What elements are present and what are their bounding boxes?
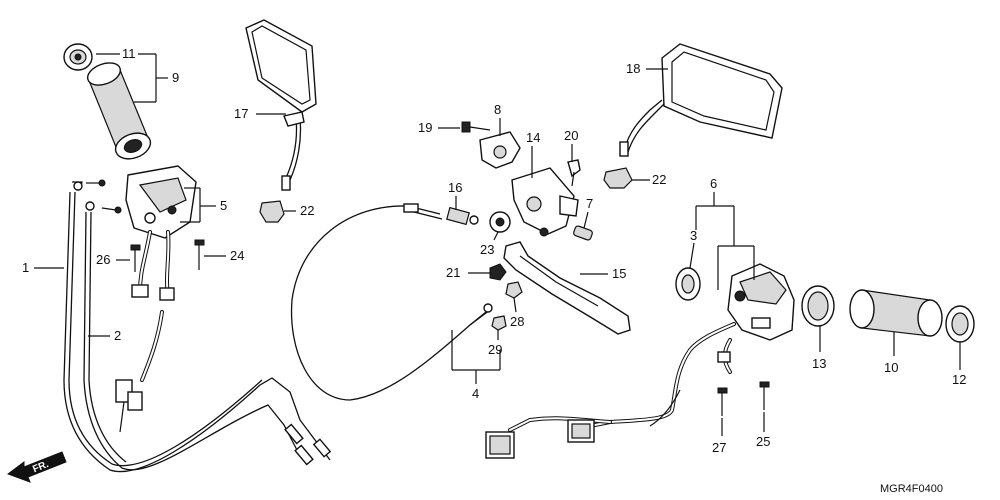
- label-1: 1: [22, 260, 29, 275]
- label-9: 9: [172, 70, 179, 85]
- label-6: 6: [710, 176, 717, 191]
- label-12: 12: [952, 372, 966, 387]
- label-20: 20: [564, 128, 578, 143]
- label-22-right: 22: [652, 172, 666, 187]
- label-15: 15: [612, 266, 626, 281]
- label-28: 28: [510, 314, 524, 329]
- screw-24: [194, 239, 205, 270]
- label-25: 25: [756, 434, 770, 449]
- washer-28: [505, 281, 523, 299]
- label-24: 24: [230, 248, 244, 263]
- switch-housing-5: [125, 165, 197, 239]
- nut-29: [491, 315, 507, 331]
- switch-housing-6: [727, 263, 795, 341]
- grommet-3: [675, 267, 701, 301]
- throttle-cable-1: [63, 181, 331, 473]
- mirror-left-17: [245, 19, 317, 191]
- mirror-nut-22-left: [259, 200, 285, 223]
- bolt-19: [461, 121, 491, 133]
- cable-end-fittings: [284, 423, 332, 466]
- throttle-grip-9: [86, 62, 152, 160]
- label-26: 26: [96, 252, 110, 267]
- label-27: 27: [712, 440, 726, 455]
- grip-end-cap-11: [63, 43, 93, 71]
- label-22-left: 22: [300, 203, 314, 218]
- leader-lines: [34, 53, 961, 436]
- lever-holder-8: [479, 131, 521, 169]
- lever-bracket-14: [511, 167, 579, 237]
- cable-adjuster-16: [446, 206, 479, 226]
- label-29: 29: [488, 342, 502, 357]
- label-18: 18: [626, 61, 640, 76]
- mirror-right-18: [619, 43, 783, 157]
- label-10: 10: [884, 360, 898, 375]
- drawing-code: MGR4F0400: [880, 483, 943, 495]
- label-11: 11: [122, 46, 136, 61]
- label-19: 19: [418, 120, 432, 135]
- throttle-cable-2: [83, 201, 299, 471]
- grip-collar-13: [801, 285, 835, 327]
- screw-25: [759, 381, 770, 410]
- clutch-lever-15: [503, 241, 631, 335]
- label-4: 4: [472, 386, 479, 401]
- label-3: 3: [690, 228, 697, 243]
- label-2: 2: [114, 328, 121, 343]
- label-16: 16: [448, 180, 462, 195]
- grip-end-cap-12: [945, 305, 975, 343]
- handlebar-grip-10: [849, 289, 943, 337]
- label-14: 14: [526, 130, 540, 145]
- screw-26: [130, 244, 141, 272]
- label-8: 8: [494, 102, 501, 117]
- front-direction-arrow: FR.: [6, 451, 67, 483]
- cable-bolts: [86, 179, 122, 214]
- clutch-switch-7: [573, 225, 593, 241]
- label-23: 23: [480, 242, 494, 257]
- screw-27: [717, 387, 728, 416]
- mirror-nut-22-right: [603, 167, 633, 189]
- label-21: 21: [446, 265, 460, 280]
- collar-23: [489, 211, 511, 233]
- switch-wiring: [115, 230, 175, 433]
- right-switch-wiring: [485, 322, 736, 459]
- label-7: 7: [586, 196, 593, 211]
- part-number-labels: 11 9 5 1 2 26 24 17 22 19 8 14 20 16 7 2…: [22, 46, 966, 455]
- label-17: 17: [234, 106, 248, 121]
- nut-21: [489, 263, 507, 281]
- clutch-cable-4: [290, 203, 493, 401]
- screw-20: [567, 159, 581, 187]
- label-13: 13: [812, 356, 826, 371]
- label-5: 5: [220, 198, 227, 213]
